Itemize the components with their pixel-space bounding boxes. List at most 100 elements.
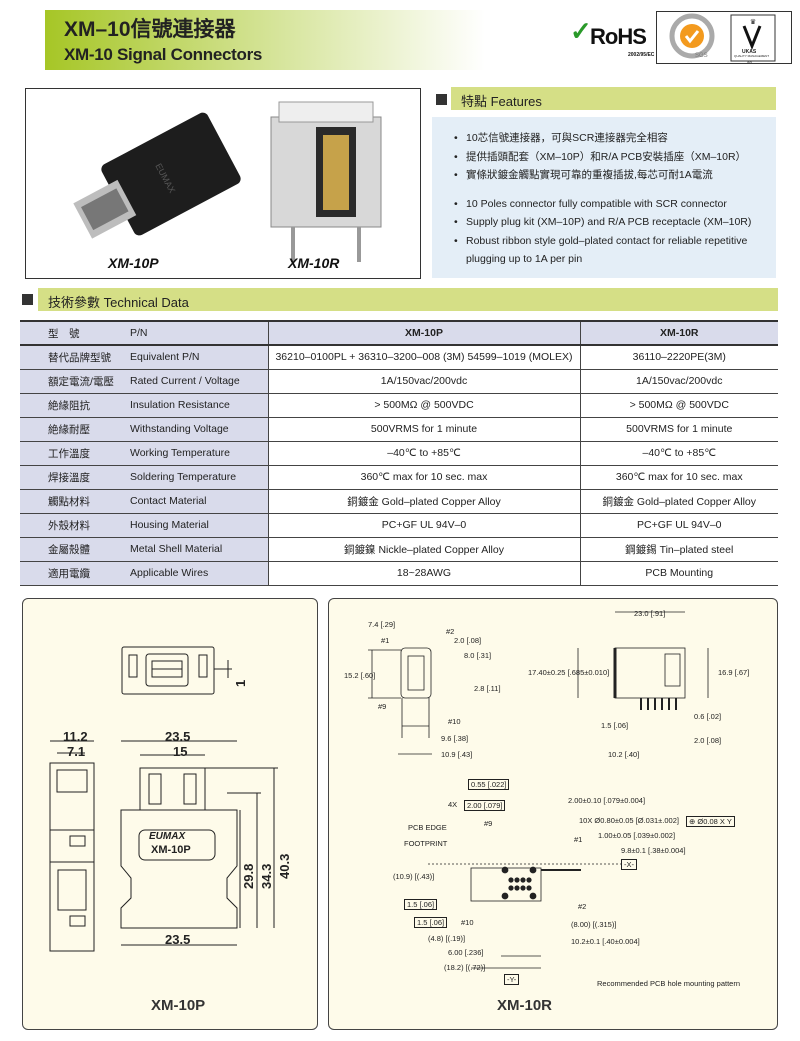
cell-col2: 36110–2220PE(3M) xyxy=(579,344,778,370)
cell-en: Equivalent P/N xyxy=(120,344,268,370)
dimension-label: #9 xyxy=(378,702,387,711)
features-list: 10芯信號連接器，可與SCR連接器完全相容 提供插頭配套（XM–10P）和R/A… xyxy=(432,117,776,278)
cell-col1: > 500MΩ @ 500VDC xyxy=(267,392,580,418)
xm10r-technical-drawing xyxy=(368,611,709,969)
cell-col2: –40℃ to +85℃ xyxy=(579,440,778,466)
cell-en: Metal Shell Material xyxy=(120,536,268,562)
cell-col1: 360℃ max for 10 sec. max xyxy=(267,464,580,490)
feature-item: Supply plug kit (XM–10P) and R/A PCB rec… xyxy=(454,213,776,232)
dimension-label: -Y- xyxy=(504,974,520,985)
xm10r-drawing-title: XM-10R xyxy=(497,997,553,1014)
dimension-label: 4X xyxy=(448,800,458,809)
dimension-label: (8.00) [(.315)] xyxy=(571,920,617,929)
dimension-label: #1 xyxy=(574,835,583,844)
dimension-label: 2.0 [.08] xyxy=(454,636,482,645)
dimension-label: -X- xyxy=(621,859,637,870)
dimension-label: 0.6 [.02] xyxy=(694,712,722,721)
dim-width-top: 23.5 xyxy=(165,729,191,744)
dimension-label: 9.6 [.38] xyxy=(441,734,469,743)
dimension-label: 16.9 [.67] xyxy=(718,668,750,677)
cell-col1: 1A/150vac/200vdc xyxy=(267,368,580,394)
technical-data-heading: 技術參數 Technical Data xyxy=(38,288,778,311)
cell-en: Insulation Resistance xyxy=(120,392,268,418)
dimension-label: 6.00 [.236] xyxy=(448,948,484,957)
dimension-label: 1.5 [.06] xyxy=(601,721,629,730)
cell-col2: 1A/150vac/200vdc xyxy=(579,368,778,394)
cell-zh: 絶緣阻抗 xyxy=(20,392,120,418)
cell-zh: 絶緣耐壓 xyxy=(20,416,120,442)
dimension-label: ⊕ Ø0.08 X Y xyxy=(686,816,735,827)
dimension-label: 2.8 [.11] xyxy=(474,684,501,693)
dimension-label: 15.2 [.60] xyxy=(344,671,376,680)
dim-width-bottom: 23.5 xyxy=(165,932,191,947)
cell-zh: 替代品牌型號 xyxy=(20,344,120,370)
checkmark-icon: ✓ xyxy=(570,16,592,46)
rohs-logo: ✓RoHS 2002/95/EC xyxy=(570,16,654,58)
dimension-label: 9.8±0.1 [.38±0.004] xyxy=(621,846,686,855)
dimension-label: 2.00 [.079] xyxy=(464,800,506,811)
cell-col1: 銅鍍金 Gold–plated Copper Alloy xyxy=(267,488,580,514)
header-en: P/N xyxy=(120,320,268,346)
connector-photo-image: EUMAX xyxy=(73,101,382,262)
feature-item: 10 Poles connector fully compatible with… xyxy=(454,195,776,214)
dimension-label: 10.2 [.40] xyxy=(608,750,640,759)
feature-item: 10芯信號連接器，可與SCR連接器完全相容 xyxy=(454,129,776,148)
cell-en: Contact Material xyxy=(120,488,268,514)
header-xm10p: XM-10P xyxy=(267,320,580,346)
photo-label-xm10r: XM-10R xyxy=(288,255,340,271)
photo-label-xm10p: XM-10P xyxy=(108,255,159,271)
page-subtitle: XM-10 Signal Connectors xyxy=(64,45,263,64)
dimension-label: FOOTPRINT xyxy=(404,839,448,848)
rohs-text: RoHS xyxy=(590,24,647,49)
ukas-text: UKAS xyxy=(742,49,757,55)
dimension-label: 2.0 [.08] xyxy=(694,736,722,745)
dimension-label: #2 xyxy=(446,627,455,636)
dim-height-298: 29.8 xyxy=(241,863,256,889)
cell-zh: 適用電纜 xyxy=(20,560,120,586)
rohs-directive: 2002/95/EC xyxy=(628,52,655,58)
dim-height-403: 40.3 xyxy=(277,853,292,879)
section-marker-icon xyxy=(436,94,447,105)
cell-zh: 外殼材料 xyxy=(20,512,120,538)
dim-inner-width-side: 7.1 xyxy=(67,744,86,759)
cell-col2: 500VRMS for 1 minute xyxy=(579,416,778,442)
sgs-ukas-icon: ♛ xyxy=(669,13,776,62)
features-heading: 特點 Features xyxy=(451,87,776,110)
dimension-label: #10 xyxy=(461,918,474,927)
feature-item: Robust ribbon style gold–plated contact … xyxy=(454,232,776,269)
cell-col2: 銅鍍金 Gold–plated Copper Alloy xyxy=(579,488,778,514)
pcb-pattern-note: Recommended PCB hole mounting pattern xyxy=(597,979,740,988)
dimension-label: #9 xyxy=(484,819,493,828)
dimension-label: #2 xyxy=(578,902,587,911)
cell-col1: 36210–0100PL + 36310–3200–008 (3M) 54599… xyxy=(267,344,580,370)
product-photo: EUMAX XM-10P XM-10R xyxy=(25,88,421,279)
cell-col1: 銅鍍鎳 Nickle–plated Copper Alloy xyxy=(267,536,580,562)
dimension-label: 1.00±0.05 [.039±0.002] xyxy=(598,831,676,840)
table-header-row: 型 號 P/N XM-10P XM-10R xyxy=(20,320,778,346)
page-title: XM–10信號連接器 xyxy=(64,18,236,41)
dimension-label: #10 xyxy=(448,717,461,726)
feature-text-cont: plugging up to 1A per pin xyxy=(466,253,583,265)
cell-col2: 360℃ max for 10 sec. max xyxy=(579,464,778,490)
cell-col2: PC+GF UL 94V–0 xyxy=(579,512,778,538)
dimension-label: 2.00±0.10 [.079±0.004] xyxy=(568,796,646,805)
feature-text: Robust ribbon style gold–plated contact … xyxy=(466,234,748,247)
dimension-label: 10X Ø0.80±0.05 [Ø.031±.002] xyxy=(579,816,679,825)
dim-height-343: 34.3 xyxy=(259,863,274,889)
cell-col2: PCB Mounting xyxy=(579,560,778,586)
dimension-label: 17.40±0.25 [.685±0.010] xyxy=(528,668,610,677)
dim-width-side: 11.2 xyxy=(63,729,88,744)
cell-col2: 鋼鍍錫 Tin–plated steel xyxy=(579,536,778,562)
xm10p-technical-drawing xyxy=(49,646,278,952)
svg-text:♛: ♛ xyxy=(750,18,756,26)
dim-inner-width: 15 xyxy=(173,744,188,759)
title-banner xyxy=(45,10,485,70)
xm10p-drawing-panel: 11.2 7.1 23.5 15 1 29.8 34.3 40.3 23.5 E… xyxy=(22,598,318,1030)
